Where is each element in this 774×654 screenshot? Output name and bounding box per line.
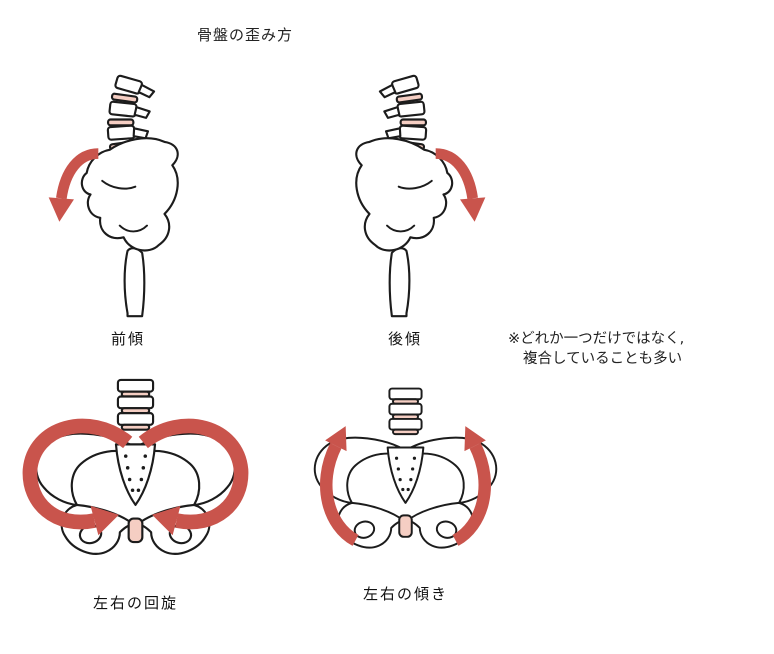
panel-label-anterior: 前傾 — [110, 330, 145, 348]
panel-anterior-tilt: 前傾 — [28, 64, 228, 349]
panel-rotation: 左右の回旋 — [18, 376, 253, 613]
note-line-2: 複合していることも多い — [523, 351, 683, 368]
panel-label-lateral: 左右の傾き — [362, 585, 448, 603]
note-text: ※どれか一つだけではなく, 複合していることも多い — [508, 329, 768, 370]
panel-lateral-tilt: 左右の傾き — [298, 385, 513, 604]
posterior-tilt-arrow-icon — [434, 148, 485, 222]
anterior-tilt-arrow-icon — [48, 148, 99, 222]
lateral-tilt-arrow-left-icon — [320, 426, 359, 546]
pelvis-front-rotation-figure — [22, 376, 253, 586]
panel-posterior-tilt: 後傾 — [305, 64, 505, 349]
rotation-arrow-left-icon — [22, 418, 133, 536]
pelvis-front-lateral-figure — [298, 385, 513, 577]
panel-label-posterior: 後傾 — [387, 330, 422, 348]
panel-label-rotation: 左右の回旋 — [92, 594, 178, 612]
diagram-title: 骨盤の歪み方 — [196, 26, 293, 44]
note-line-1: ※どれか一つだけではなく, — [508, 331, 685, 347]
pelvis-side-anterior-figure — [48, 74, 179, 318]
pelvis-side-posterior-figure — [354, 74, 485, 318]
